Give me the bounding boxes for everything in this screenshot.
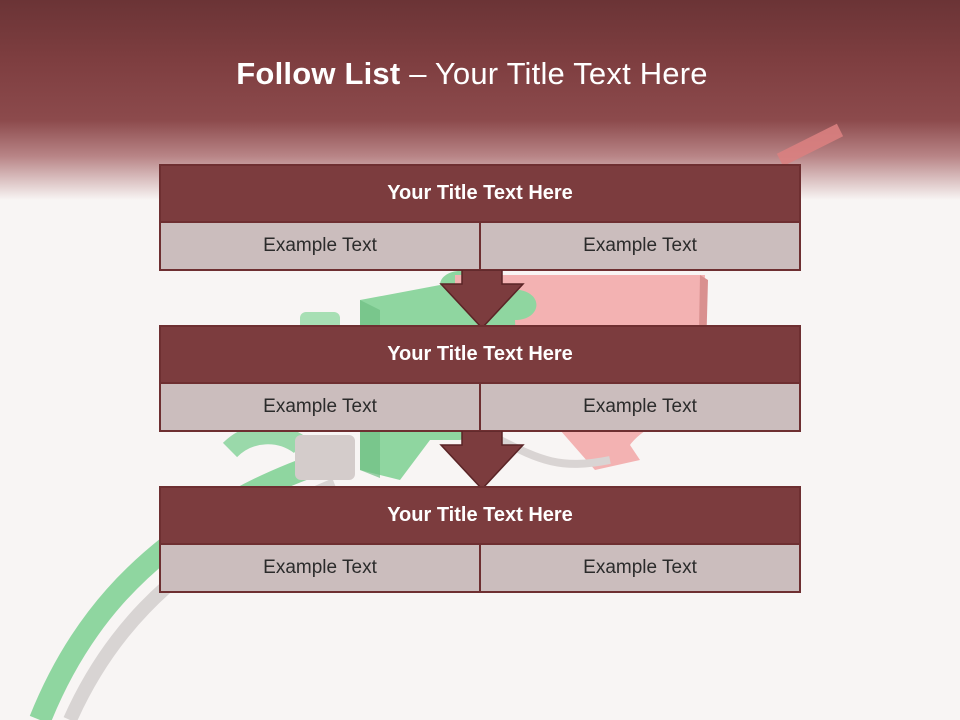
flow-box-left-text: Example Text	[161, 545, 479, 591]
flow-box-3: Your Title Text Here Example Text Exampl…	[159, 486, 801, 593]
page-title: Follow List – Your Title Text Here	[0, 56, 944, 92]
flow-box-left-text: Example Text	[161, 223, 479, 269]
flow-box-right-text: Example Text	[481, 545, 799, 591]
down-arrow-icon	[439, 270, 525, 330]
flow-box-title: Your Title Text Here	[161, 166, 799, 221]
flow-box-2: Your Title Text Here Example Text Exampl…	[159, 325, 801, 432]
flow-box-left-text: Example Text	[161, 384, 479, 430]
flow-box-right-text: Example Text	[481, 384, 799, 430]
page-title-rest: – Your Title Text Here	[400, 56, 708, 91]
flow-box-title: Your Title Text Here	[161, 488, 799, 543]
flow-box-1: Your Title Text Here Example Text Exampl…	[159, 164, 801, 271]
down-arrow-icon	[439, 431, 525, 491]
page-title-bold: Follow List	[236, 56, 401, 91]
flow-box-title: Your Title Text Here	[161, 327, 799, 382]
flow-box-right-text: Example Text	[481, 223, 799, 269]
